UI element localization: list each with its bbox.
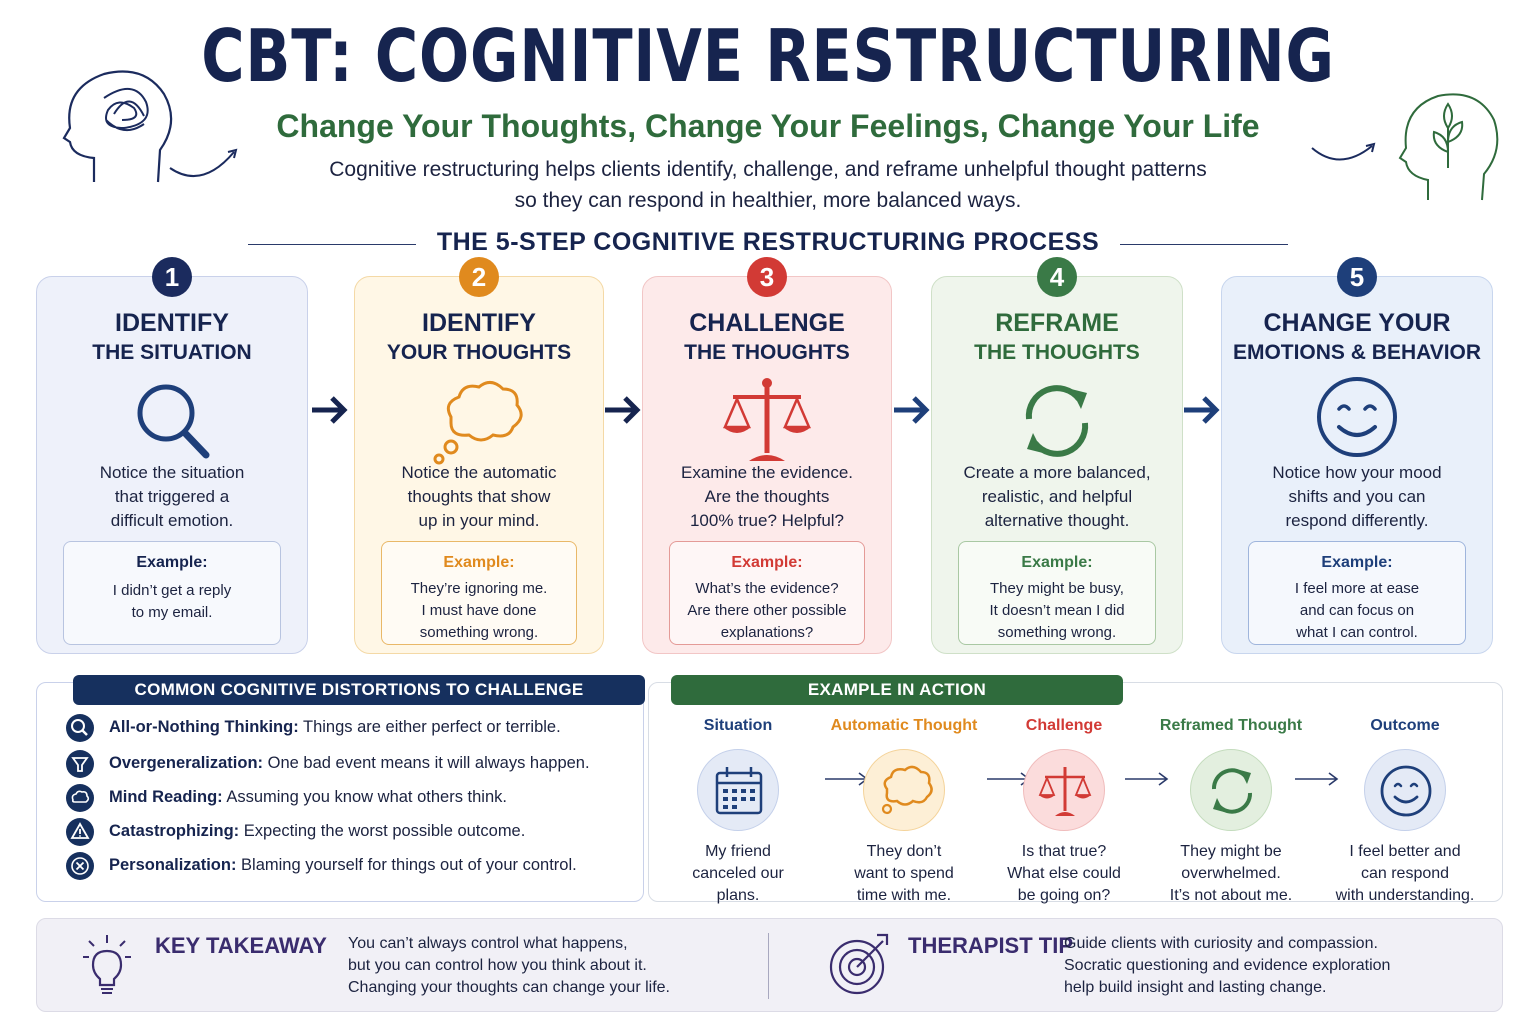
distortion-item: Catastrophizing: Expecting the worst pos… xyxy=(61,817,631,847)
step-number: 3 xyxy=(747,257,787,297)
step-title: REFRAME xyxy=(995,309,1119,337)
distortions-panel: COMMON COGNITIVE DISTORTIONS TO CHALLENG… xyxy=(36,675,645,902)
calendar-icon xyxy=(715,767,763,815)
cycle-arrows-icon xyxy=(1211,768,1253,814)
step-2-card: 2 IDENTIFY YOUR THOUGHTS Notice the auto… xyxy=(354,257,604,654)
lightbulb-icon xyxy=(83,935,131,994)
x-circle-icon xyxy=(66,852,94,880)
takeaway-label: KEY TAKEAWAY xyxy=(155,933,327,958)
arrow-right-icon xyxy=(312,396,348,424)
magnifier-icon xyxy=(137,384,210,459)
smiley-icon xyxy=(1380,765,1432,817)
step-example-box: Example: They’re ignoring me.I must have… xyxy=(381,541,577,645)
step-title: IDENTIFY xyxy=(422,309,536,337)
distortion-item: All-or-Nothing Thinking: Things are eith… xyxy=(61,713,631,743)
warning-icon xyxy=(66,818,94,846)
arrow-right-icon xyxy=(1184,396,1220,424)
page-title: CBT: COGNITIVE RESTRUCTURING xyxy=(201,14,1335,98)
arrow-right-icon xyxy=(1125,772,1169,786)
step-number: 2 xyxy=(459,257,499,297)
page-subtitle: Change Your Thoughts, Change Your Feelin… xyxy=(276,108,1260,144)
step-number: 1 xyxy=(152,257,192,297)
distortion-item: Overgeneralization: One bad event means … xyxy=(61,749,631,779)
step-title: CHANGE YOUR xyxy=(1263,309,1451,337)
funnel-icon xyxy=(66,750,94,778)
arrow-right-icon xyxy=(605,396,641,424)
smiley-icon xyxy=(1317,377,1397,457)
process-heading: THE 5-STEP COGNITIVE RESTRUCTURING PROCE… xyxy=(248,228,1288,260)
step-number: 5 xyxy=(1337,257,1377,297)
scale-icon xyxy=(1038,767,1092,816)
example-heading: EXAMPLE IN ACTION xyxy=(671,675,1123,705)
scale-icon xyxy=(723,378,811,461)
step-subtitle: THE THOUGHTS xyxy=(684,341,850,364)
distortion-item: Personalization: Blaming yourself for th… xyxy=(61,851,631,881)
tip-label: THERAPIST TIP xyxy=(908,933,1074,958)
step-1-card: 1 IDENTIFY THE SITUATION Notice the situ… xyxy=(36,257,308,654)
growing-mind-head-icon xyxy=(1311,93,1499,201)
step-example-box: Example: They might be busy,It doesn’t m… xyxy=(958,541,1156,645)
bottom-banner: KEY TAKEAWAY You can’t always control wh… xyxy=(36,918,1503,1012)
arrow-right-icon xyxy=(894,396,930,424)
intro-text: Cognitive restructuring helps clients id… xyxy=(329,158,1207,212)
thought-cloud-icon xyxy=(881,765,933,815)
step-title: CHALLENGE xyxy=(689,309,845,337)
step-subtitle: THE SITUATION xyxy=(92,341,252,364)
step-3-card: 3 CHALLENGE THE THOUGHTS Examine the evi… xyxy=(642,257,892,654)
step-description: Create a more balanced,realistic, and he… xyxy=(963,463,1151,530)
step-subtitle: YOUR THOUGHTS xyxy=(386,341,572,364)
cloud-circle-icon xyxy=(66,784,94,812)
search-circle-icon xyxy=(66,714,94,742)
tangled-mind-head-icon xyxy=(62,70,238,183)
target-icon xyxy=(829,933,889,995)
step-4-card: 4 REFRAME THE THOUGHTS Create a more bal… xyxy=(931,257,1183,654)
step-title: IDENTIFY xyxy=(115,309,229,337)
distortions-heading: COMMON COGNITIVE DISTORTIONS TO CHALLENG… xyxy=(73,675,645,705)
step-subtitle: EMOTIONS & BEHAVIOR xyxy=(1232,341,1482,364)
thought-cloud-icon xyxy=(433,381,523,465)
takeaway-text: You can’t always control what happens,bu… xyxy=(348,935,670,996)
distortion-item: Mind Reading: Assuming you know what oth… xyxy=(61,783,631,813)
step-number: 4 xyxy=(1037,257,1077,297)
cycle-arrows-icon xyxy=(1025,385,1089,457)
tip-text: Guide clients with curiosity and compass… xyxy=(1064,935,1391,996)
step-subtitle: THE THOUGHTS xyxy=(974,341,1140,364)
step-example-box: Example: What’s the evidence?Are there o… xyxy=(669,541,865,645)
arrow-right-icon xyxy=(1295,772,1339,786)
step-5-card: 5 CHANGE YOUR EMOTIONS & BEHAVIOR Notice… xyxy=(1221,257,1493,654)
